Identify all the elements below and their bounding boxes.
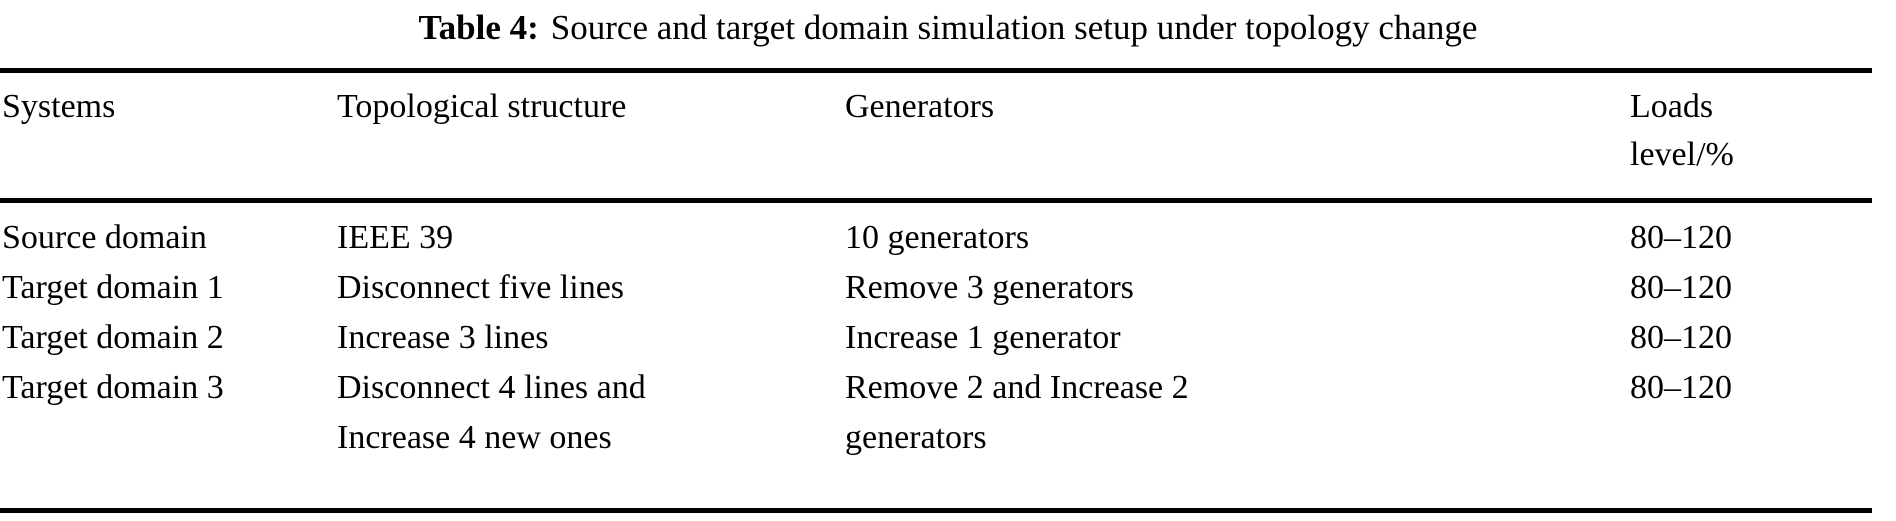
cell-generators: Remove 2 and Increase 2 generators — [845, 369, 1189, 456]
column-header-loads-level: Loads level/% — [1630, 88, 1734, 173]
cell-system: Target domain 2 — [2, 319, 224, 356]
table-row: Target domain 2 Increase 3 lines Increas… — [0, 313, 1872, 363]
table-caption-text: Source and target domain simulation setu… — [550, 8, 1478, 47]
table-caption: Table 4: Source and target domain simula… — [0, 0, 1896, 56]
table-header-row: Systems Topological structure Generators… — [0, 73, 1872, 208]
table-row: Target domain 1 Disconnect five lines Re… — [0, 263, 1872, 313]
cell-topology: Disconnect 4 lines and Increase 4 new on… — [337, 369, 646, 456]
column-header-systems: Systems — [2, 88, 116, 125]
cell-topology: Increase 3 lines — [337, 319, 549, 356]
cell-system: Source domain — [2, 219, 207, 256]
cell-loads-level: 80–120 — [1630, 219, 1732, 256]
table-top-rule — [0, 68, 1872, 73]
table-body: Source domain IEEE 39 10 generators 80–1… — [0, 203, 1872, 463]
cell-generators: 10 generators — [845, 219, 1030, 256]
cell-generators: Increase 1 generator — [845, 319, 1121, 356]
table-bottom-rule — [0, 508, 1872, 513]
cell-topology: Disconnect five lines — [337, 269, 625, 306]
table-row: Source domain IEEE 39 10 generators 80–1… — [0, 203, 1872, 263]
column-header-generators: Generators — [845, 88, 995, 125]
cell-loads-level: 80–120 — [1630, 319, 1732, 356]
cell-topology: IEEE 39 — [337, 219, 454, 256]
cell-system: Target domain 1 — [2, 269, 224, 306]
column-header-topological-structure: Topological structure — [337, 88, 627, 125]
table-header: Systems Topological structure Generators… — [0, 73, 1872, 208]
cell-system: Target domain 3 — [2, 369, 224, 406]
cell-loads-level: 80–120 — [1630, 269, 1732, 306]
table-row: Target domain 3 Disconnect 4 lines and I… — [0, 363, 1872, 463]
cell-loads-level: 80–120 — [1630, 369, 1732, 406]
table-header-rule — [0, 198, 1872, 203]
table-caption-label: Table 4: — [418, 8, 539, 47]
cell-generators: Remove 3 generators — [845, 269, 1134, 306]
